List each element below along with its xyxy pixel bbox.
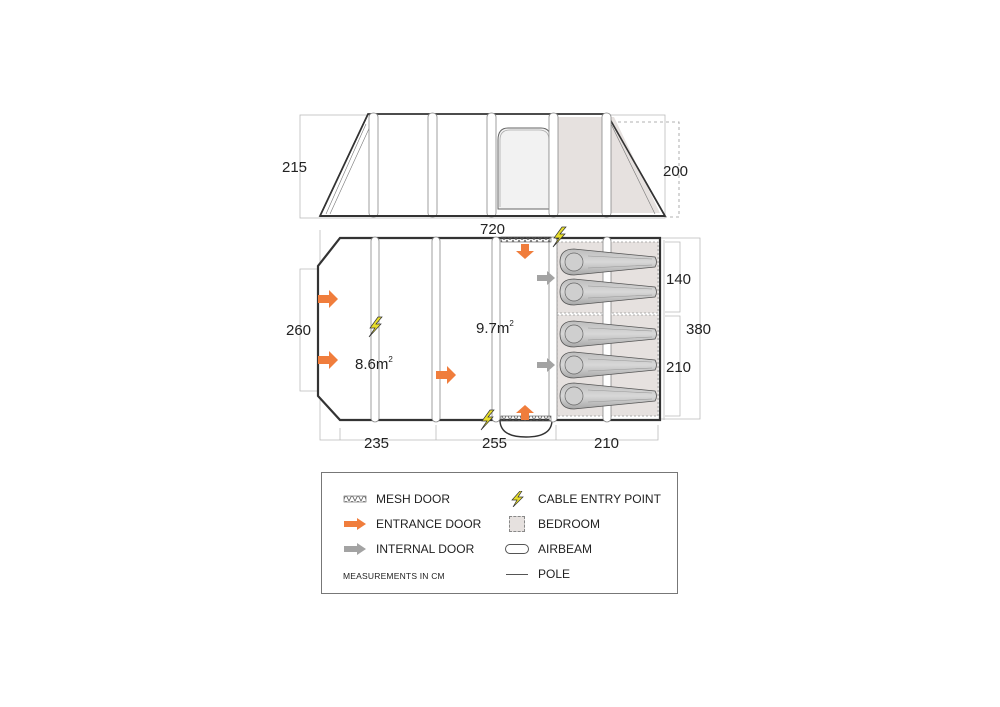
- entrance-arrows: [318, 244, 534, 420]
- dim-side-height-right: 200: [663, 163, 688, 180]
- dim-front-width: 260: [286, 322, 311, 339]
- legend: MESH DOOR ENTRANCE DOOR INTERNAL DOOR ME…: [321, 472, 678, 594]
- dim-bedroom-top: 140: [666, 271, 691, 288]
- side-airbeams: [368, 112, 612, 218]
- porch-dome: [499, 419, 553, 438]
- dim-front-bracket: [299, 268, 318, 392]
- dim-total-length: 720: [480, 221, 505, 238]
- airbeam-icon: [504, 542, 530, 556]
- legend-pole: POLE: [504, 567, 570, 581]
- dim-total-width: 380: [686, 321, 711, 338]
- legend-airbeam: AIRBEAM: [504, 542, 592, 556]
- internal-arrows: [537, 271, 555, 372]
- dim-bedroom-bottom: 210: [666, 359, 691, 376]
- area-middle: 9.7m2: [476, 319, 514, 337]
- dim-side-height-left: 215: [282, 159, 307, 176]
- legend-cable-entry: CABLE ENTRY POINT: [504, 491, 661, 507]
- dim-bedroom-brackets: [665, 241, 681, 417]
- mesh-door-top: [500, 236, 552, 243]
- legend-bedroom: BEDROOM: [504, 516, 600, 532]
- side-door-window: [497, 127, 552, 210]
- dim-section-bedroom: 210: [594, 435, 619, 452]
- grey-arrow-icon: [342, 542, 368, 556]
- legend-internal-door: INTERNAL DOOR: [342, 542, 474, 556]
- side-elevation: 215 200 720: [282, 112, 688, 238]
- floor-plan: 8.6m2 9.7m2 260 380 140 210 235 255 210: [286, 226, 711, 452]
- legend-mesh-door: MESH DOOR: [342, 492, 450, 506]
- lightning-icon: [504, 491, 530, 507]
- dim-section-middle: 255: [482, 435, 507, 452]
- bedroom-swatch-icon: [504, 516, 530, 532]
- legend-measurements-note: MEASUREMENTS IN CM: [343, 571, 445, 581]
- sleeping-bags: [559, 248, 657, 410]
- pole-line-icon: [504, 567, 530, 581]
- cable-entry-icon: [368, 226, 567, 431]
- area-living: 8.6m2: [355, 355, 393, 373]
- orange-arrow-icon: [342, 517, 368, 531]
- dim-section-front: 235: [364, 435, 389, 452]
- elevation-dimension-dashed: [600, 121, 680, 218]
- legend-entrance-door: ENTRANCE DOOR: [342, 517, 481, 531]
- dim-width-bracket: [660, 237, 701, 420]
- mesh-door-icon: [342, 492, 368, 506]
